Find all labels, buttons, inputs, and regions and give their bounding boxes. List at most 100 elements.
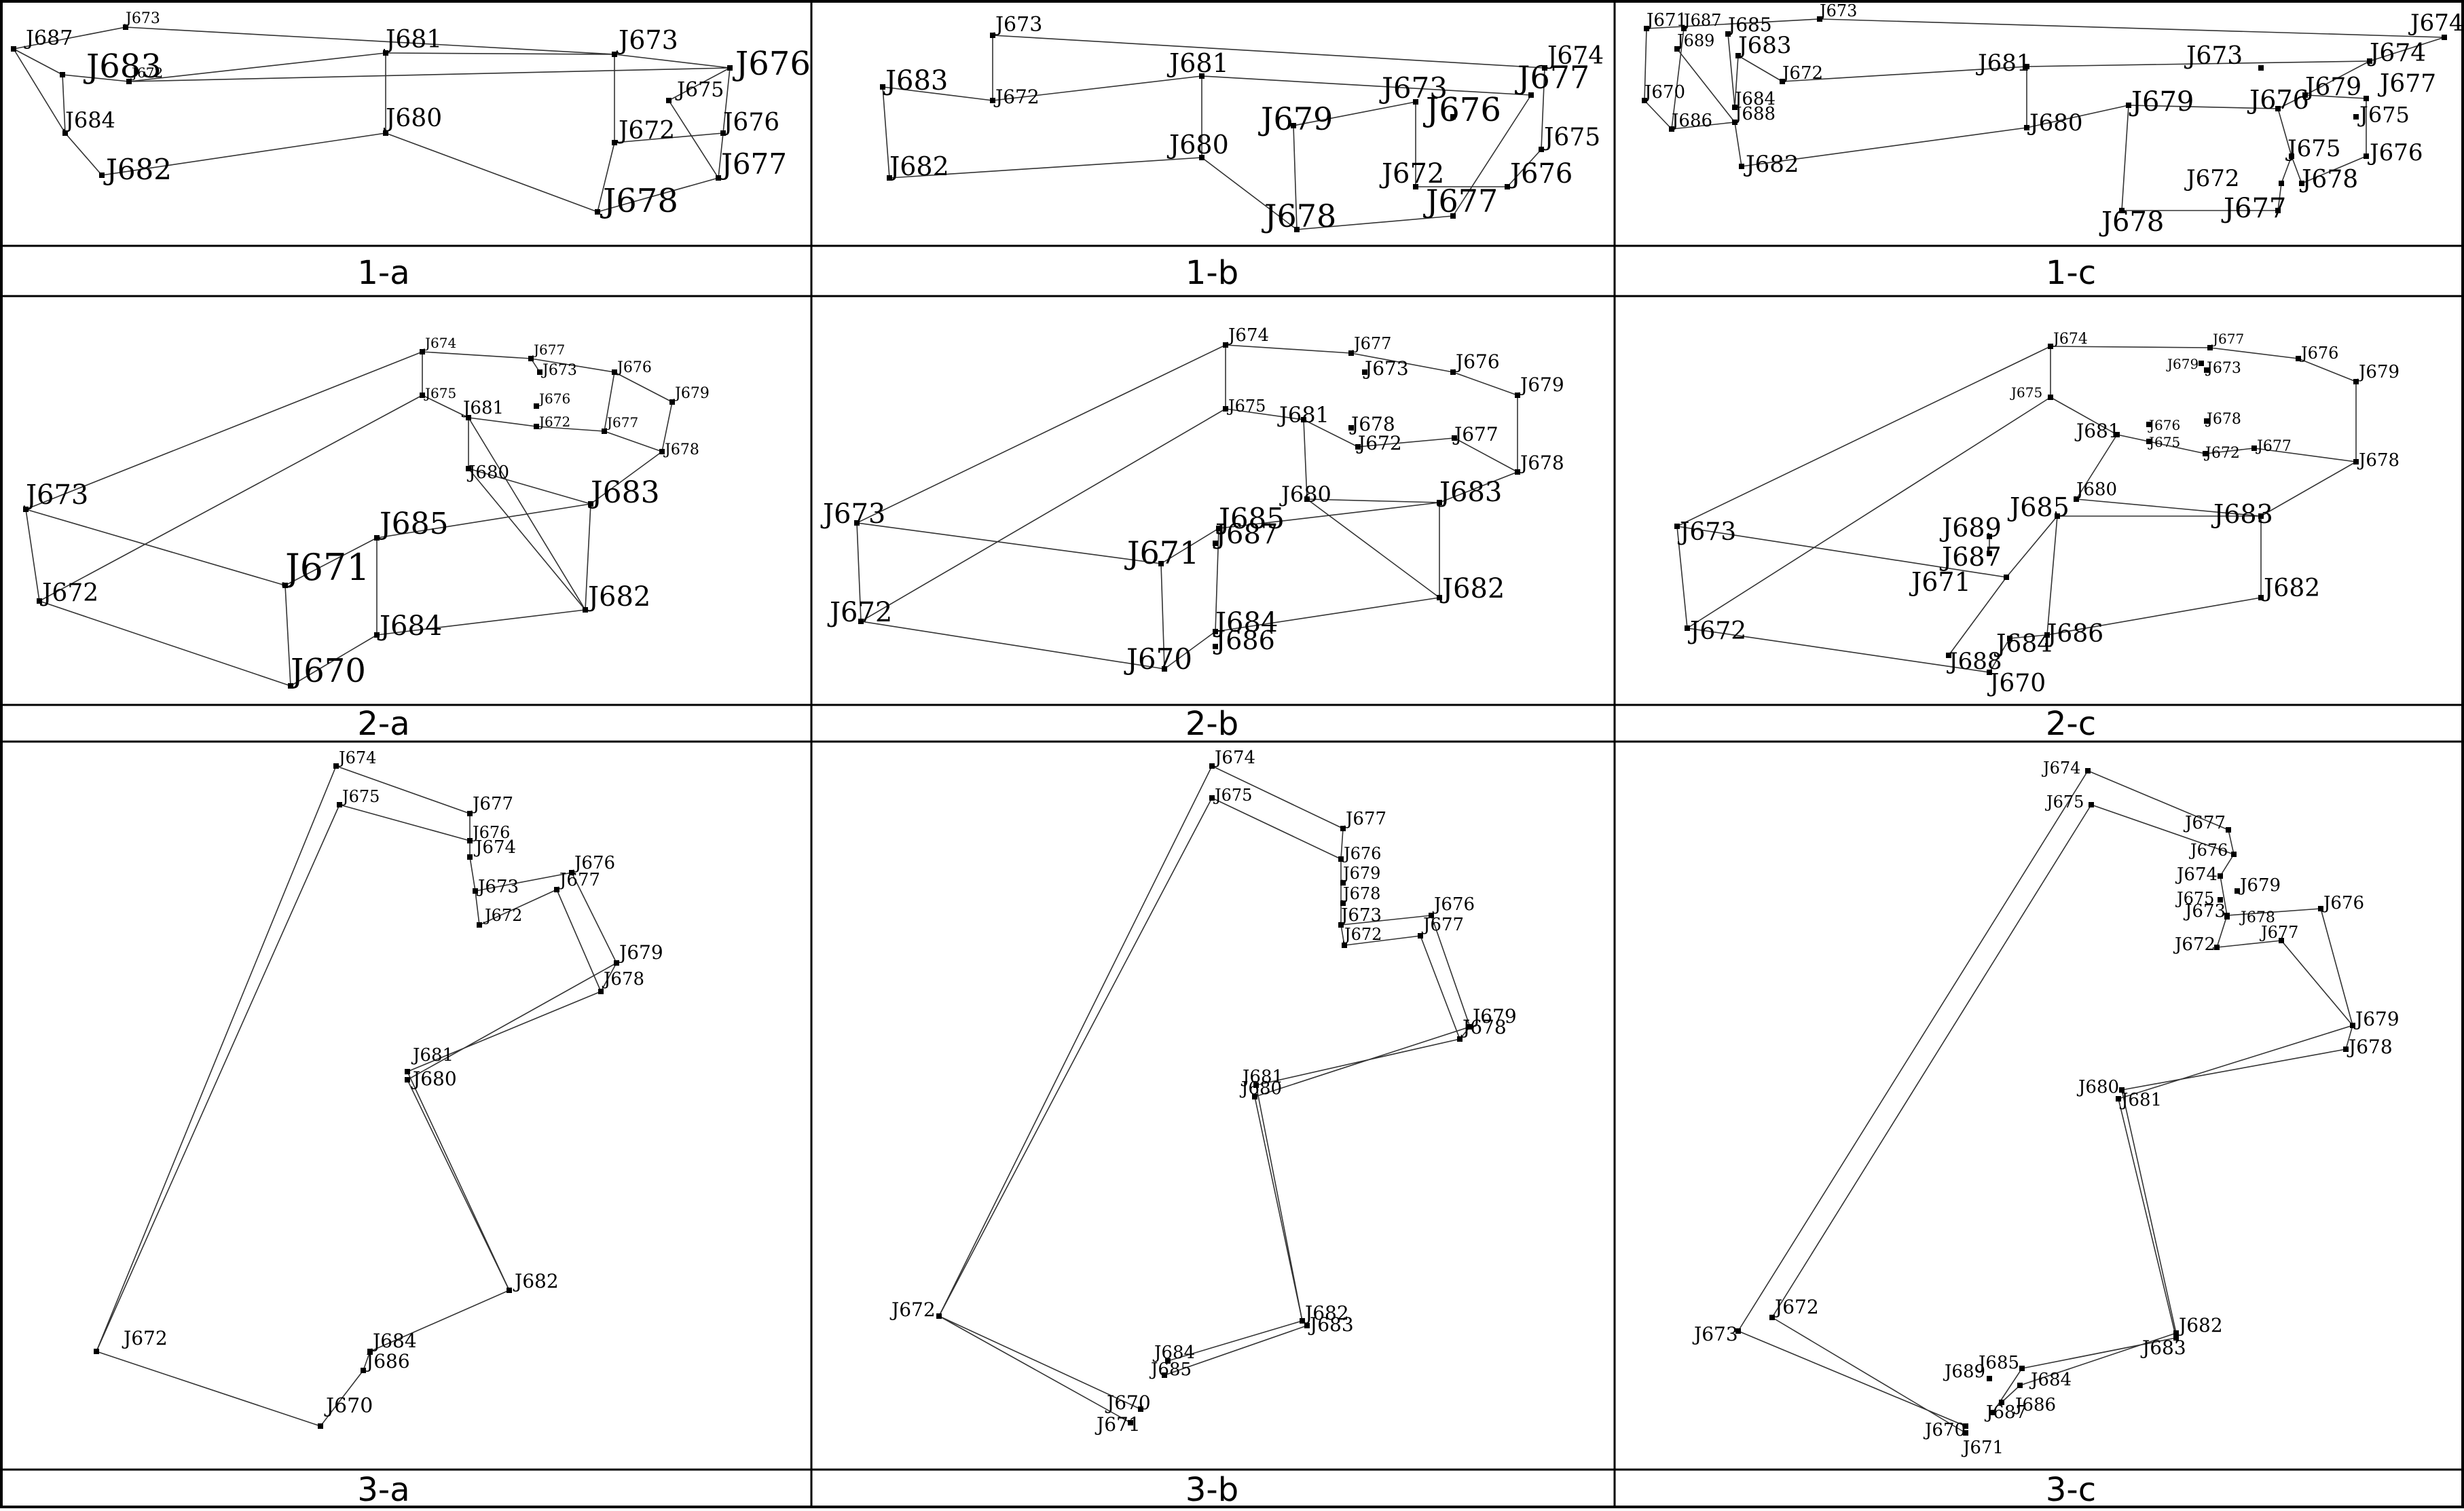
edge-J689-J688 (1676, 48, 1735, 123)
node-label: J684 (1733, 89, 1776, 109)
node-label: J672 (1780, 63, 1823, 84)
edge-J671-J685 (1160, 528, 1219, 564)
node-point (2218, 873, 2223, 879)
node-point (2343, 1046, 2349, 1052)
node-point (1780, 79, 1785, 84)
node-label: J670 (1987, 670, 2046, 697)
edge-J672b-J670 (96, 1351, 321, 1427)
node-label: J672 (1379, 158, 1444, 189)
node-label: J673 (541, 362, 577, 379)
node-label: J688 (1733, 104, 1776, 124)
edge-J675-J676b (1507, 149, 1542, 187)
node-label: J673 (2205, 360, 2241, 377)
node-label: J684 (2029, 1370, 2072, 1390)
edge-J684-J682 (65, 132, 103, 176)
edge-J683-J672 (882, 86, 993, 101)
panel-3-b: J674J675J677J676J679J678J673J672J676J677… (889, 748, 1517, 1436)
node-point (1739, 164, 1744, 169)
node-point (1213, 541, 1218, 546)
node-point (1340, 880, 1346, 886)
node-point (1963, 1430, 1968, 1436)
node-point (2004, 575, 2009, 580)
edge-J681-J672s (2116, 434, 2206, 454)
node-label: J675 (2044, 793, 2084, 812)
node-label: J680 (1279, 481, 1331, 507)
node-label: J676 (471, 823, 510, 842)
node-point (554, 887, 559, 892)
node-label: J672 (1773, 1296, 1819, 1318)
node-point (1158, 561, 1164, 566)
node-point (126, 79, 132, 84)
node-label: J681 (411, 1045, 454, 1066)
node-point (1450, 369, 1456, 375)
node-point (1450, 114, 1456, 120)
edge-J680-J682 (2121, 1089, 2177, 1334)
node-point (405, 1077, 410, 1082)
node-point (2204, 367, 2209, 373)
node-point (288, 683, 293, 689)
edge-J673-J673b (125, 26, 615, 55)
node-label: J673 (820, 498, 885, 530)
node-point (1223, 342, 1228, 348)
node-point (588, 501, 593, 507)
node-label: J673 (1692, 1323, 1738, 1345)
node-label: J673 (1379, 71, 1448, 105)
node-label: J683 (83, 48, 162, 86)
node-point (466, 415, 471, 420)
edge-J673-J672 (25, 509, 40, 602)
node-label: J681 (2074, 420, 2120, 442)
node-point (1252, 1094, 1257, 1099)
edge-J684-J686 (363, 1351, 371, 1371)
node-label: J679 (2166, 356, 2199, 372)
node-label: J672 (889, 1298, 936, 1321)
node-label: J680 (2027, 109, 2083, 136)
edge-J679-J678 (600, 962, 617, 992)
edge-J681-J680 (2076, 434, 2118, 500)
edge-J674-J677 (1211, 765, 1344, 829)
node-point (2199, 361, 2204, 366)
node-label: J677 (532, 342, 565, 358)
node-label: J674 (2175, 864, 2218, 885)
edge-J672b-J678 (597, 142, 615, 213)
node-label: J680 (1239, 1078, 1282, 1099)
edge-J673-J674b (1819, 18, 2445, 38)
node-label: J675 (2357, 102, 2410, 128)
node-label: J678 (2205, 411, 2241, 428)
node-label: J676 (2188, 841, 2228, 860)
node-label: J674 (337, 748, 376, 767)
node-label: J685 (2007, 492, 2070, 522)
node-label: J685 (1216, 502, 1285, 535)
edge-J671-J685 (2006, 515, 2058, 578)
node-point (11, 46, 16, 52)
node-label: J672 (2184, 165, 2240, 192)
node-label: J677 (2211, 331, 2244, 347)
node-point (1348, 425, 1354, 431)
node-point (1338, 922, 1344, 928)
edge-J676-J677b (604, 371, 615, 432)
edge-J677b-J678 (556, 889, 602, 992)
node-point (659, 449, 665, 454)
edge-J673-J672 (1676, 526, 1688, 629)
node-point (2364, 96, 2369, 101)
node-label: J677 (1515, 59, 1589, 96)
edge-J672b-J671 (1771, 1317, 1966, 1434)
edge-J685-J683 (376, 503, 591, 539)
node-point (2353, 459, 2359, 465)
edge-J684-J686 (2001, 1385, 2021, 1403)
edge-J673-J671 (1676, 526, 2007, 578)
node-label: J685 (1149, 1360, 1192, 1380)
edge-J672-J670 (1687, 627, 1990, 673)
edge-J672-J677b (2216, 940, 2282, 948)
edge-J682-J684 (1167, 1320, 1303, 1362)
node-point (1304, 496, 1310, 502)
edge-J673-J672 (475, 890, 480, 926)
node-label: J678 (2357, 450, 2399, 471)
edge-J673-J674 (992, 35, 1545, 69)
edge-J670-J684 (1989, 638, 2010, 673)
node-point (473, 888, 478, 894)
node-label: J684 (371, 1330, 417, 1352)
edge-J676-J679 (614, 371, 673, 403)
node-label: J687 (1213, 519, 1278, 550)
node-label: J675 (1213, 786, 1252, 805)
